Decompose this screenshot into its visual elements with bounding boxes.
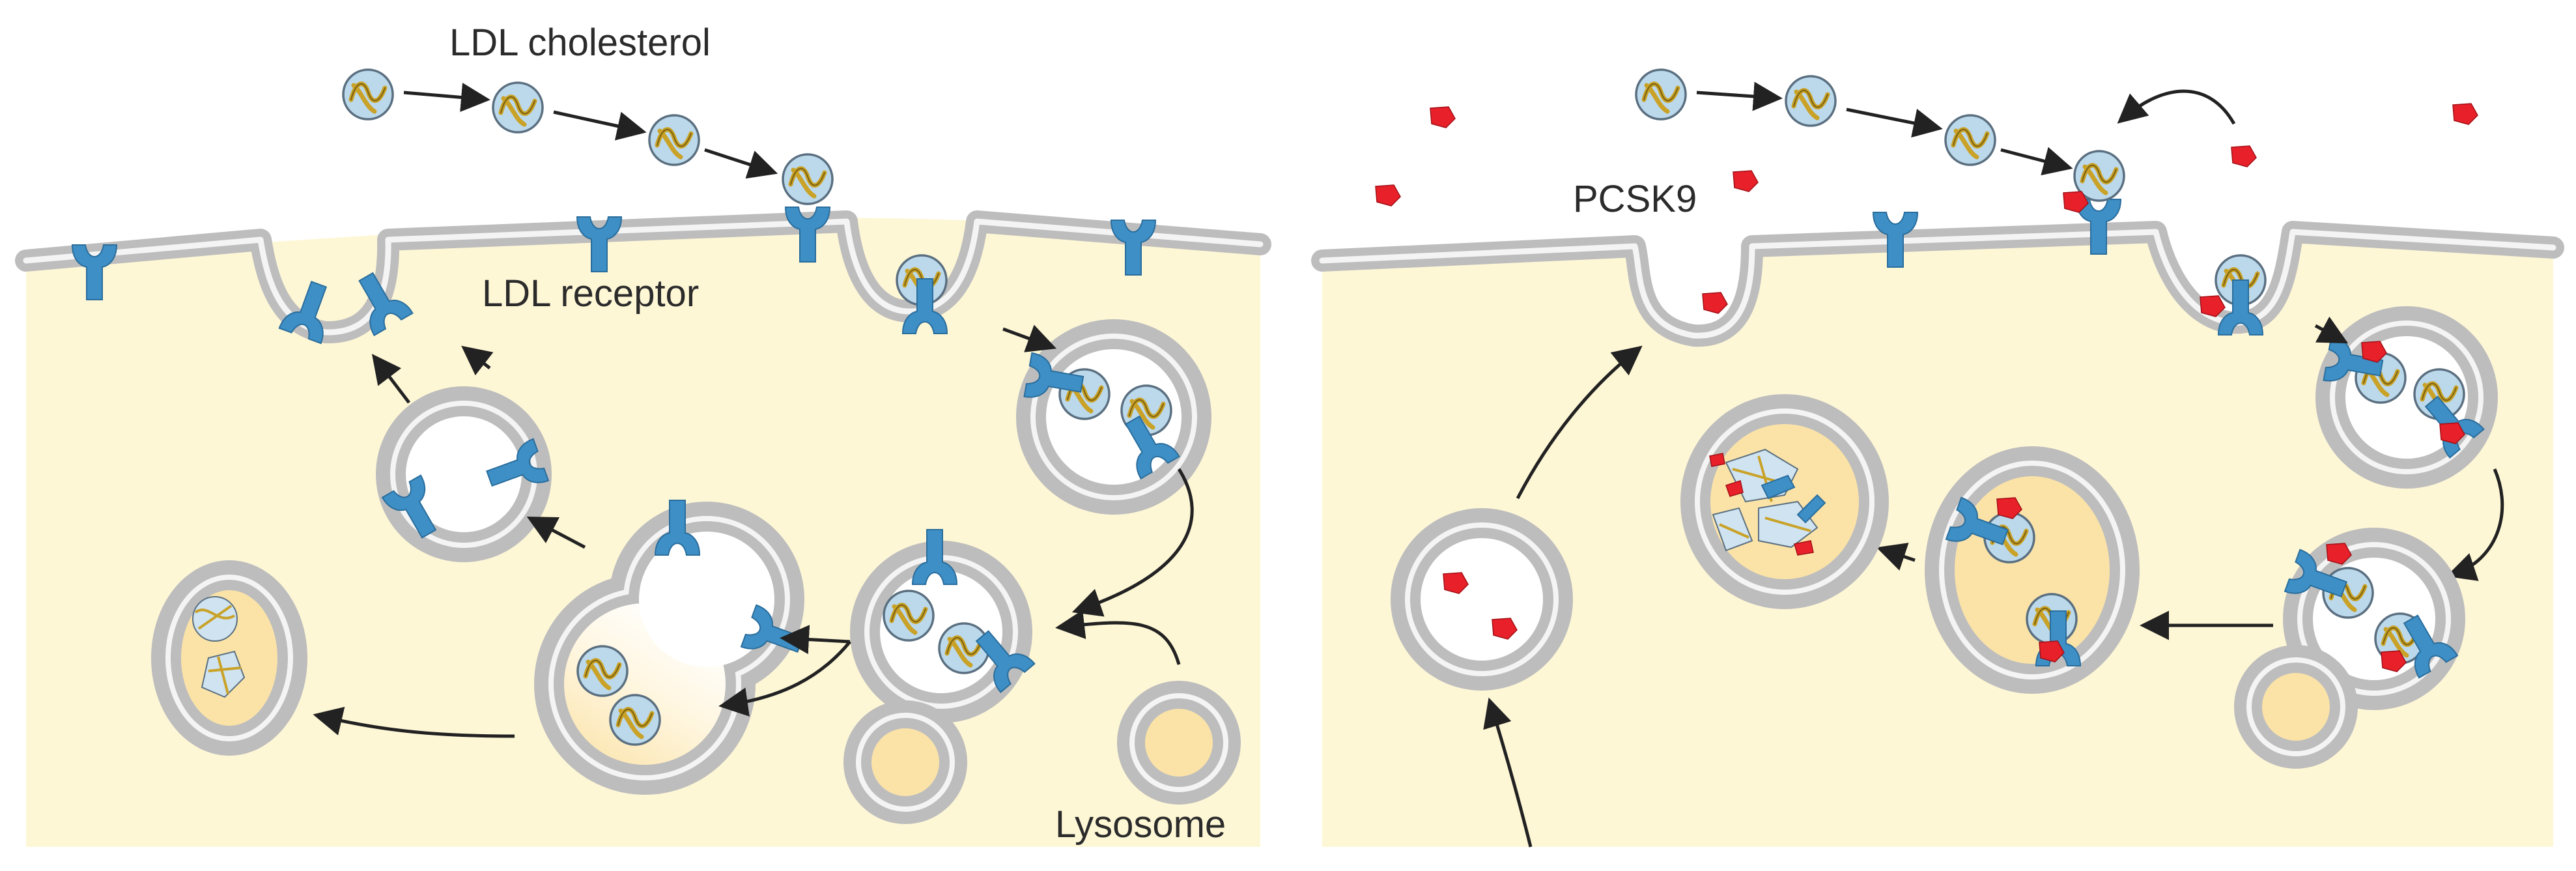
lysosome <box>1925 446 2140 694</box>
ldl-particle-icon <box>1946 115 1995 165</box>
ldl-fragment-icon <box>1709 448 1826 556</box>
lysosome <box>2234 645 2358 769</box>
ldl-cholesterol-label: LDL cholesterol <box>449 21 711 64</box>
panel-left: LDL cholesterol LDL receptor Lysosome <box>0 21 1271 871</box>
panel-right: PCSK9 <box>1296 70 2576 871</box>
lysosome <box>151 560 307 756</box>
ldl-particle-icon <box>343 70 393 119</box>
ldl-fragment-icon <box>192 596 246 698</box>
lysosome <box>1680 394 1889 609</box>
lysosome <box>843 700 967 824</box>
ldl-particle-icon <box>493 83 543 132</box>
pcsk9-icon <box>2452 103 2478 125</box>
recycling-vesicle <box>1391 508 1573 691</box>
ldl-particle-icon <box>649 115 699 165</box>
endosome <box>1016 319 1211 515</box>
endosome <box>2315 306 2498 489</box>
ldl-particle-icon <box>783 154 832 204</box>
ldl-particle-icon <box>1636 70 1686 119</box>
pcsk9-icon <box>1702 292 1728 314</box>
pcsk9-icon <box>1375 184 1401 207</box>
pcsk9-icon <box>1430 106 1456 128</box>
fused-endosome-lysosome <box>534 500 809 795</box>
ldl-particle-icon <box>578 646 627 696</box>
pcsk9-label: PCSK9 <box>1573 178 1697 220</box>
ldl-particle-icon <box>1786 76 1835 126</box>
ldl-receptor-label: LDL receptor <box>482 272 699 315</box>
ldl-particle-icon <box>939 623 989 673</box>
pcsk9-icon <box>2231 145 2257 167</box>
endosome <box>850 529 1036 723</box>
recycling-vesicle <box>376 386 552 562</box>
lysosome <box>1117 681 1241 805</box>
lysosome-label: Lysosome <box>1055 803 1226 846</box>
ldl-particle-icon <box>884 591 933 640</box>
pcsk9-icon <box>1733 170 1759 192</box>
ldl-particle-icon <box>610 695 660 745</box>
endosome <box>2283 528 2465 710</box>
